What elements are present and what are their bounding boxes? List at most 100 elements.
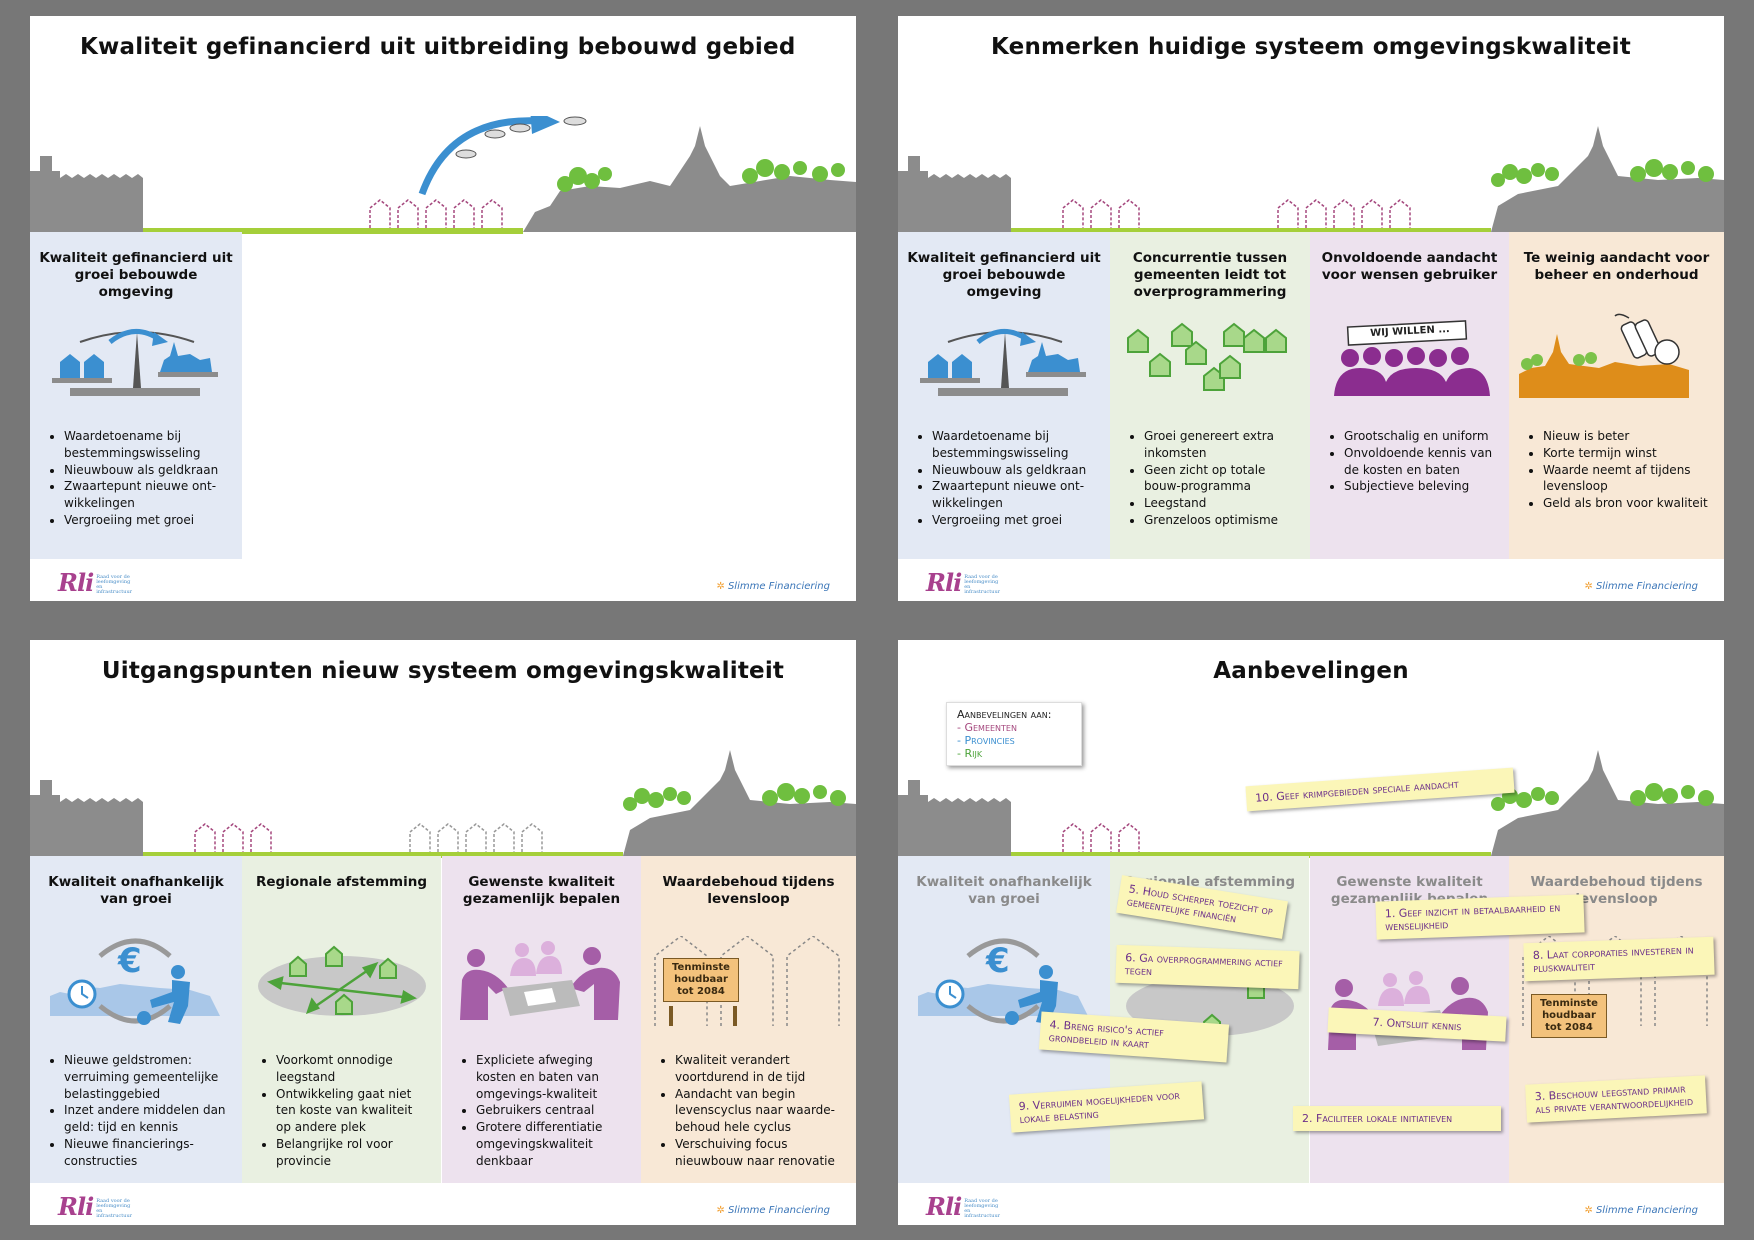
slide-1: Kwaliteit gefinancierd uit uitbreiding b…	[30, 16, 856, 601]
slimme-financiering-brand: ✲Slimme Financiering	[1584, 581, 1698, 592]
bullet-item: Belangrijke rol voor provincie	[276, 1136, 431, 1170]
column-heading: Onvoldoende aandacht voor wensen gebruik…	[1321, 250, 1498, 283]
bullet-item: Waardetoename bij bestemmingswisseling	[932, 428, 1100, 462]
column-heading: Gewenste kwaliteit gezamenlijk bepalen	[462, 874, 621, 907]
bullet-item: Korte termijn winst	[1543, 445, 1714, 462]
slide-title: Kwaliteit gefinancierd uit uitbreiding b…	[80, 34, 796, 60]
bullet-item: Leegstand	[1144, 495, 1300, 512]
slide-title: Kenmerken huidige systeem omgevingskwali…	[991, 34, 1631, 60]
bullet-item: Voorkomt onnodige leegstand	[276, 1052, 431, 1086]
houses-illustration	[1127, 322, 1287, 391]
bullet-item: Gebruikers centraal	[476, 1102, 631, 1119]
column-heading: Waardebehoud tijdens levensloop	[662, 874, 835, 907]
bullet-item: Ontwikkeling gaat niet ten koste van kwa…	[276, 1086, 431, 1136]
bullet-list: Nieuw is beter Korte termijn winst Waard…	[1531, 428, 1714, 512]
bullet-item: Geen zicht op totale bouw-programma	[1144, 462, 1300, 496]
note-1: 1. Geef inzicht in betaalbaarheid en wen…	[1375, 894, 1585, 940]
bullet-item: Aandacht van begin levenscyclus naar waa…	[675, 1086, 846, 1136]
bullet-list: Waardetoename bij bestemmingswisseling N…	[920, 428, 1100, 529]
sun-icon: ✲	[1584, 1205, 1593, 1216]
bullet-list: Kwaliteit verandert voortdurend in de ti…	[663, 1052, 846, 1170]
note-2: 2. Faciliteer lokale initiatieven	[1293, 1106, 1501, 1131]
column-onafhankelijk-van-groei: Kwaliteit onafhankelijk van groei € Nieu…	[30, 856, 242, 1183]
svg-text:€: €	[117, 941, 142, 981]
bullet-list: Voorkomt onnodige leegstand Ontwikkeling…	[264, 1052, 431, 1170]
column-heading: Kwaliteit onafhankelijk van groei	[48, 874, 224, 907]
slimme-financiering-brand: ✲Slimme Financiering	[1584, 1205, 1698, 1216]
regional-houses-illustration	[258, 945, 426, 1016]
bullet-item: Geld als bron voor kwaliteit	[1543, 495, 1714, 512]
bullet-item: Kwaliteit verandert voortdurend in de ti…	[675, 1052, 846, 1086]
column-heading: Waardebehoud tijdens levensloop	[1530, 874, 1703, 907]
bullet-item: Grotere differentiatie omgevingskwalitei…	[476, 1119, 631, 1169]
note-6: 6. Ga overprogrammering actief tegen	[1115, 944, 1300, 990]
bullet-list: Waardetoename bij bestemmingswisseling N…	[52, 428, 232, 529]
column-beheer-onderhoud: Te weinig aandacht voor beheer en onderh…	[1509, 232, 1724, 559]
legend-item-gemeenten: - Gemeenten	[957, 721, 1017, 734]
column-heading: Kwaliteit gefinancierd uit groei bebouwd…	[907, 250, 1101, 300]
skyline-illustration	[898, 126, 1724, 234]
bullet-item: Verschuiving focus nieuwbouw naar renova…	[675, 1136, 846, 1170]
bullet-list: Expliciete afweging kosten en baten van …	[464, 1052, 631, 1170]
bullet-item: Vergroeiing met groei	[932, 512, 1100, 529]
column-heading: Kwaliteit gefinancierd uit groei bebouwd…	[39, 250, 233, 300]
meeting-people-illustration	[460, 941, 620, 1020]
skyline-illustration	[30, 750, 856, 858]
balance-scale-illustration	[920, 329, 1086, 396]
column-heading: Kwaliteit onafhankelijk van groei	[916, 874, 1092, 907]
houdbaar-sign: Tenminste houdbaar tot 2084	[1531, 994, 1607, 1038]
column-gewenste-kwaliteit: Gewenste kwaliteit gezamenlijk bepalen E…	[442, 856, 641, 1183]
euro-cycle-illustration: €	[918, 938, 1088, 1025]
euro-cycle-illustration: €	[50, 938, 220, 1025]
bullet-item: Nieuw is beter	[1543, 428, 1714, 445]
column-onvoldoende-aandacht: Onvoldoende aandacht voor wensen gebruik…	[1310, 232, 1509, 559]
recommendations-legend: Aanbevelingen aan: - Gemeenten - Provinc…	[946, 702, 1082, 766]
bullet-item: Nieuwbouw als geldkraan	[64, 462, 232, 479]
sun-icon: ✲	[716, 1205, 725, 1216]
note-8: 8. Laat corporaties investeren in pluskw…	[1523, 936, 1715, 982]
slimme-financiering-brand: ✲Slimme Financiering	[716, 581, 830, 592]
slide-4: Aanbevelingen Aanbevelingen aan: - Gemee…	[898, 640, 1724, 1225]
bullet-list: Nieuwe geldstromen: verruiming gemeentel…	[52, 1052, 232, 1170]
time-bomb-city-illustration	[1519, 313, 1689, 398]
bullet-item: Subjectieve beleving	[1344, 478, 1499, 495]
column-kwaliteit-gefinancierd: Kwaliteit gefinancierd uit groei bebouwd…	[898, 232, 1110, 559]
bullet-item: Waardetoename bij bestemmingswisseling	[64, 428, 232, 462]
bullet-item: Zwaartepunt nieuwe ont-wikkelingen	[932, 478, 1100, 512]
skyline-illustration	[898, 750, 1724, 858]
column-heading: Regionale afstemming	[256, 874, 427, 890]
legend-item-provincies: - Provincies	[957, 734, 1015, 747]
column-waardebehoud: Waardebehoud tijdens levensloop Tenminst…	[641, 856, 856, 1183]
bullet-item: Inzet andere middelen dan geld: tijd en …	[64, 1102, 232, 1136]
bullet-list: Groei genereert extra inkomsten Geen zic…	[1132, 428, 1300, 529]
slide-3: Uitgangspunten nieuw systeem omgevingskw…	[30, 640, 856, 1225]
column-heading: Concurrentie tussen gemeenten leidt tot …	[1132, 250, 1288, 300]
bullet-item: Vergroeiing met groei	[64, 512, 232, 529]
slide-title: Aanbevelingen	[1213, 658, 1409, 684]
skyline-illustration	[30, 116, 856, 234]
bullet-item: Grenzeloos optimisme	[1144, 512, 1300, 529]
column-concurrentie: Concurrentie tussen gemeenten leidt tot …	[1110, 232, 1310, 559]
column-kwaliteit-gefinancierd: Kwaliteit gefinancierd uit groei bebouwd…	[30, 232, 242, 559]
bullet-item: Onvoldoende kennis van de kosten en bate…	[1344, 445, 1499, 479]
legend-item-rijk: - Rijk	[957, 747, 983, 760]
bullet-item: Groei genereert extra inkomsten	[1144, 428, 1300, 462]
sun-icon: ✲	[1584, 581, 1593, 592]
bullet-item: Expliciete afweging kosten en baten van …	[476, 1052, 631, 1102]
houdbaar-sign: Tenminste houdbaar tot 2084	[663, 958, 739, 1002]
slimme-financiering-brand: ✲Slimme Financiering	[716, 1205, 830, 1216]
balance-scale-illustration	[52, 329, 218, 396]
bullet-item: Nieuwe geldstromen: verruiming gemeentel…	[64, 1052, 232, 1102]
bullet-item: Nieuwe financierings-constructies	[64, 1136, 232, 1170]
bullet-list: Grootschalig en uniform Onvoldoende kenn…	[1332, 428, 1499, 495]
bullet-item: Grootschalig en uniform	[1344, 428, 1499, 445]
column-heading: Te weinig aandacht voor beheer en onderh…	[1523, 250, 1710, 283]
bullet-item: Nieuwbouw als geldkraan	[932, 462, 1100, 479]
bullet-item: Waarde neemt af tijdens levensloop	[1543, 462, 1714, 496]
slide-2: Kenmerken huidige systeem omgevingskwali…	[898, 16, 1724, 601]
slide-title: Uitgangspunten nieuw systeem omgevingskw…	[101, 658, 785, 684]
